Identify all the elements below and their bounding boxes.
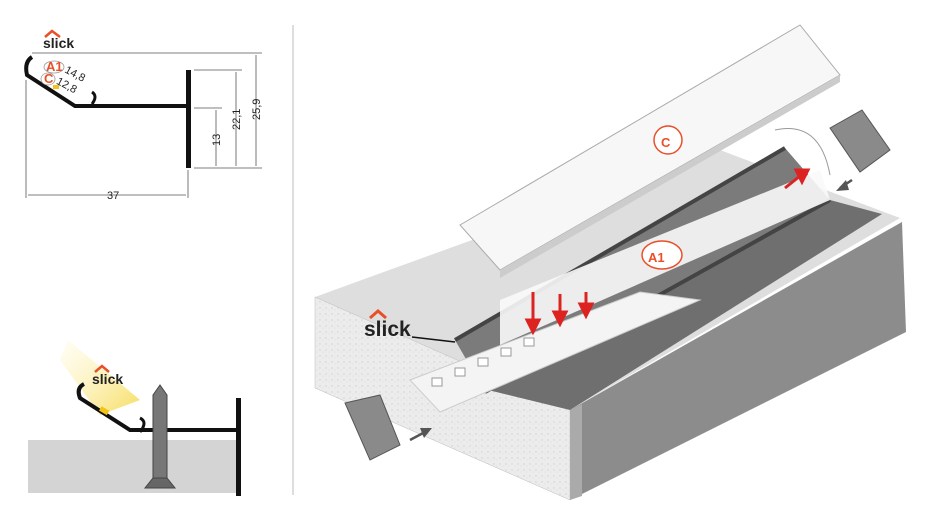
a1-badge xyxy=(43,60,65,74)
cross-section-drawing: slick 37 13 22,1 25,9 14,8 12,8 A1 xyxy=(24,29,263,202)
isometric-view: C A1 slick xyxy=(314,24,906,501)
logo-bottom: slick xyxy=(92,364,123,387)
dim-total-width: 37 xyxy=(107,190,119,202)
callout-line xyxy=(411,336,456,343)
strip-label: A1 xyxy=(648,250,665,265)
dim-flange-upper: 22,1 xyxy=(231,109,243,130)
light-beam xyxy=(60,340,140,415)
mounting-surface xyxy=(28,440,238,493)
c-badge xyxy=(40,72,56,86)
c-label: C xyxy=(44,71,54,86)
profile-flange-edge xyxy=(570,404,582,500)
cover-label: C xyxy=(661,135,671,150)
a1-label: A1 xyxy=(46,59,63,74)
led-chip xyxy=(53,85,59,89)
strip-badge xyxy=(641,240,683,270)
cap-path-hint xyxy=(774,128,831,176)
profile-flange xyxy=(236,398,241,496)
dim-total-height: 25,9 xyxy=(251,99,263,120)
led-chips xyxy=(431,337,535,387)
cover-badge xyxy=(653,125,683,155)
profile-outline xyxy=(24,55,188,108)
dimension-lines xyxy=(25,52,262,198)
led-strip xyxy=(409,291,702,413)
profile-flange xyxy=(186,70,191,168)
cover-c-edge xyxy=(500,75,840,278)
logo-text: slick xyxy=(92,371,123,387)
logo-text: slick xyxy=(43,35,74,51)
led-chip xyxy=(99,406,110,416)
insert-arrows xyxy=(524,168,811,336)
profile-outline xyxy=(76,382,238,432)
screw-icon xyxy=(143,384,177,489)
logo-roof-icon xyxy=(369,309,387,320)
end-cap-right[interactable] xyxy=(829,109,891,173)
gray-arrows xyxy=(409,178,853,442)
profile-lip xyxy=(138,416,146,433)
profile-flange-side xyxy=(570,222,906,500)
logo-text: slick xyxy=(364,318,411,341)
profile-lip xyxy=(90,90,97,105)
logo-callout: slick xyxy=(364,309,456,343)
dim-flange-lower: 13 xyxy=(211,134,223,146)
installation-example: slick xyxy=(28,340,241,496)
logo-top: slick xyxy=(43,29,74,51)
end-cap-left[interactable] xyxy=(344,394,401,461)
logo-roof-icon xyxy=(44,29,61,38)
logo-roof-icon xyxy=(94,364,110,373)
